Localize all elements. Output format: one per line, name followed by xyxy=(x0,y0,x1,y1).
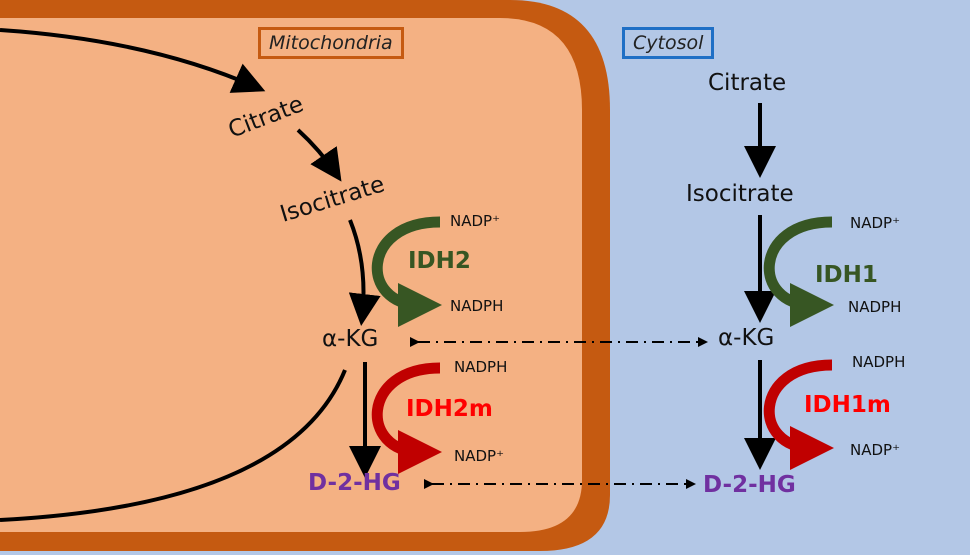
idh2-curved-arrow xyxy=(371,216,442,327)
cyto-citrate-label: Citrate xyxy=(708,70,787,96)
mito-d2hg-label: D-2-HG xyxy=(308,470,401,496)
cyto-akg-label: α-KG xyxy=(718,325,775,351)
cyto-d2hg-label: D-2-HG xyxy=(703,472,796,498)
idh2m-curved-arrow xyxy=(371,362,442,474)
mitochondria-matrix xyxy=(0,18,582,532)
idh2m-label: IDH2m xyxy=(406,396,493,422)
mito-nadph-bottom: NADPH xyxy=(454,358,508,376)
cytosol-title: Cytosol xyxy=(622,27,715,59)
mito-isocitrate-to-akg-arrow xyxy=(348,219,381,326)
mito-citrate-to-isocitrate-arrow xyxy=(296,128,342,182)
tca-cycle-arc-bottom xyxy=(0,369,347,522)
idh1m-label: IDH1m xyxy=(804,392,891,418)
idh1-label: IDH1 xyxy=(815,262,878,288)
mito-nadph-top: NADPH xyxy=(450,297,504,315)
cyto-nadph-bottom: NADPH xyxy=(852,353,906,371)
mito-nadp-plus-bottom: NADP⁺ xyxy=(454,447,504,465)
tca-cycle-arc-top xyxy=(0,28,266,93)
cyto-nadp-plus-top: NADP⁺ xyxy=(850,214,900,232)
idh1-curved-arrow xyxy=(763,216,834,327)
mito-akg-label: α-KG xyxy=(322,326,379,352)
idh1m-curved-arrow xyxy=(763,359,834,470)
cyto-nadp-plus-bottom: NADP⁺ xyxy=(850,441,900,459)
cyto-isocitrate-label: Isocitrate xyxy=(686,181,794,207)
idh2-label: IDH2 xyxy=(408,248,471,274)
mitochondria-title: Mitochondria xyxy=(258,27,404,59)
mito-nadp-plus-top: NADP⁺ xyxy=(450,212,500,230)
cyto-nadph-top: NADPH xyxy=(848,298,902,316)
